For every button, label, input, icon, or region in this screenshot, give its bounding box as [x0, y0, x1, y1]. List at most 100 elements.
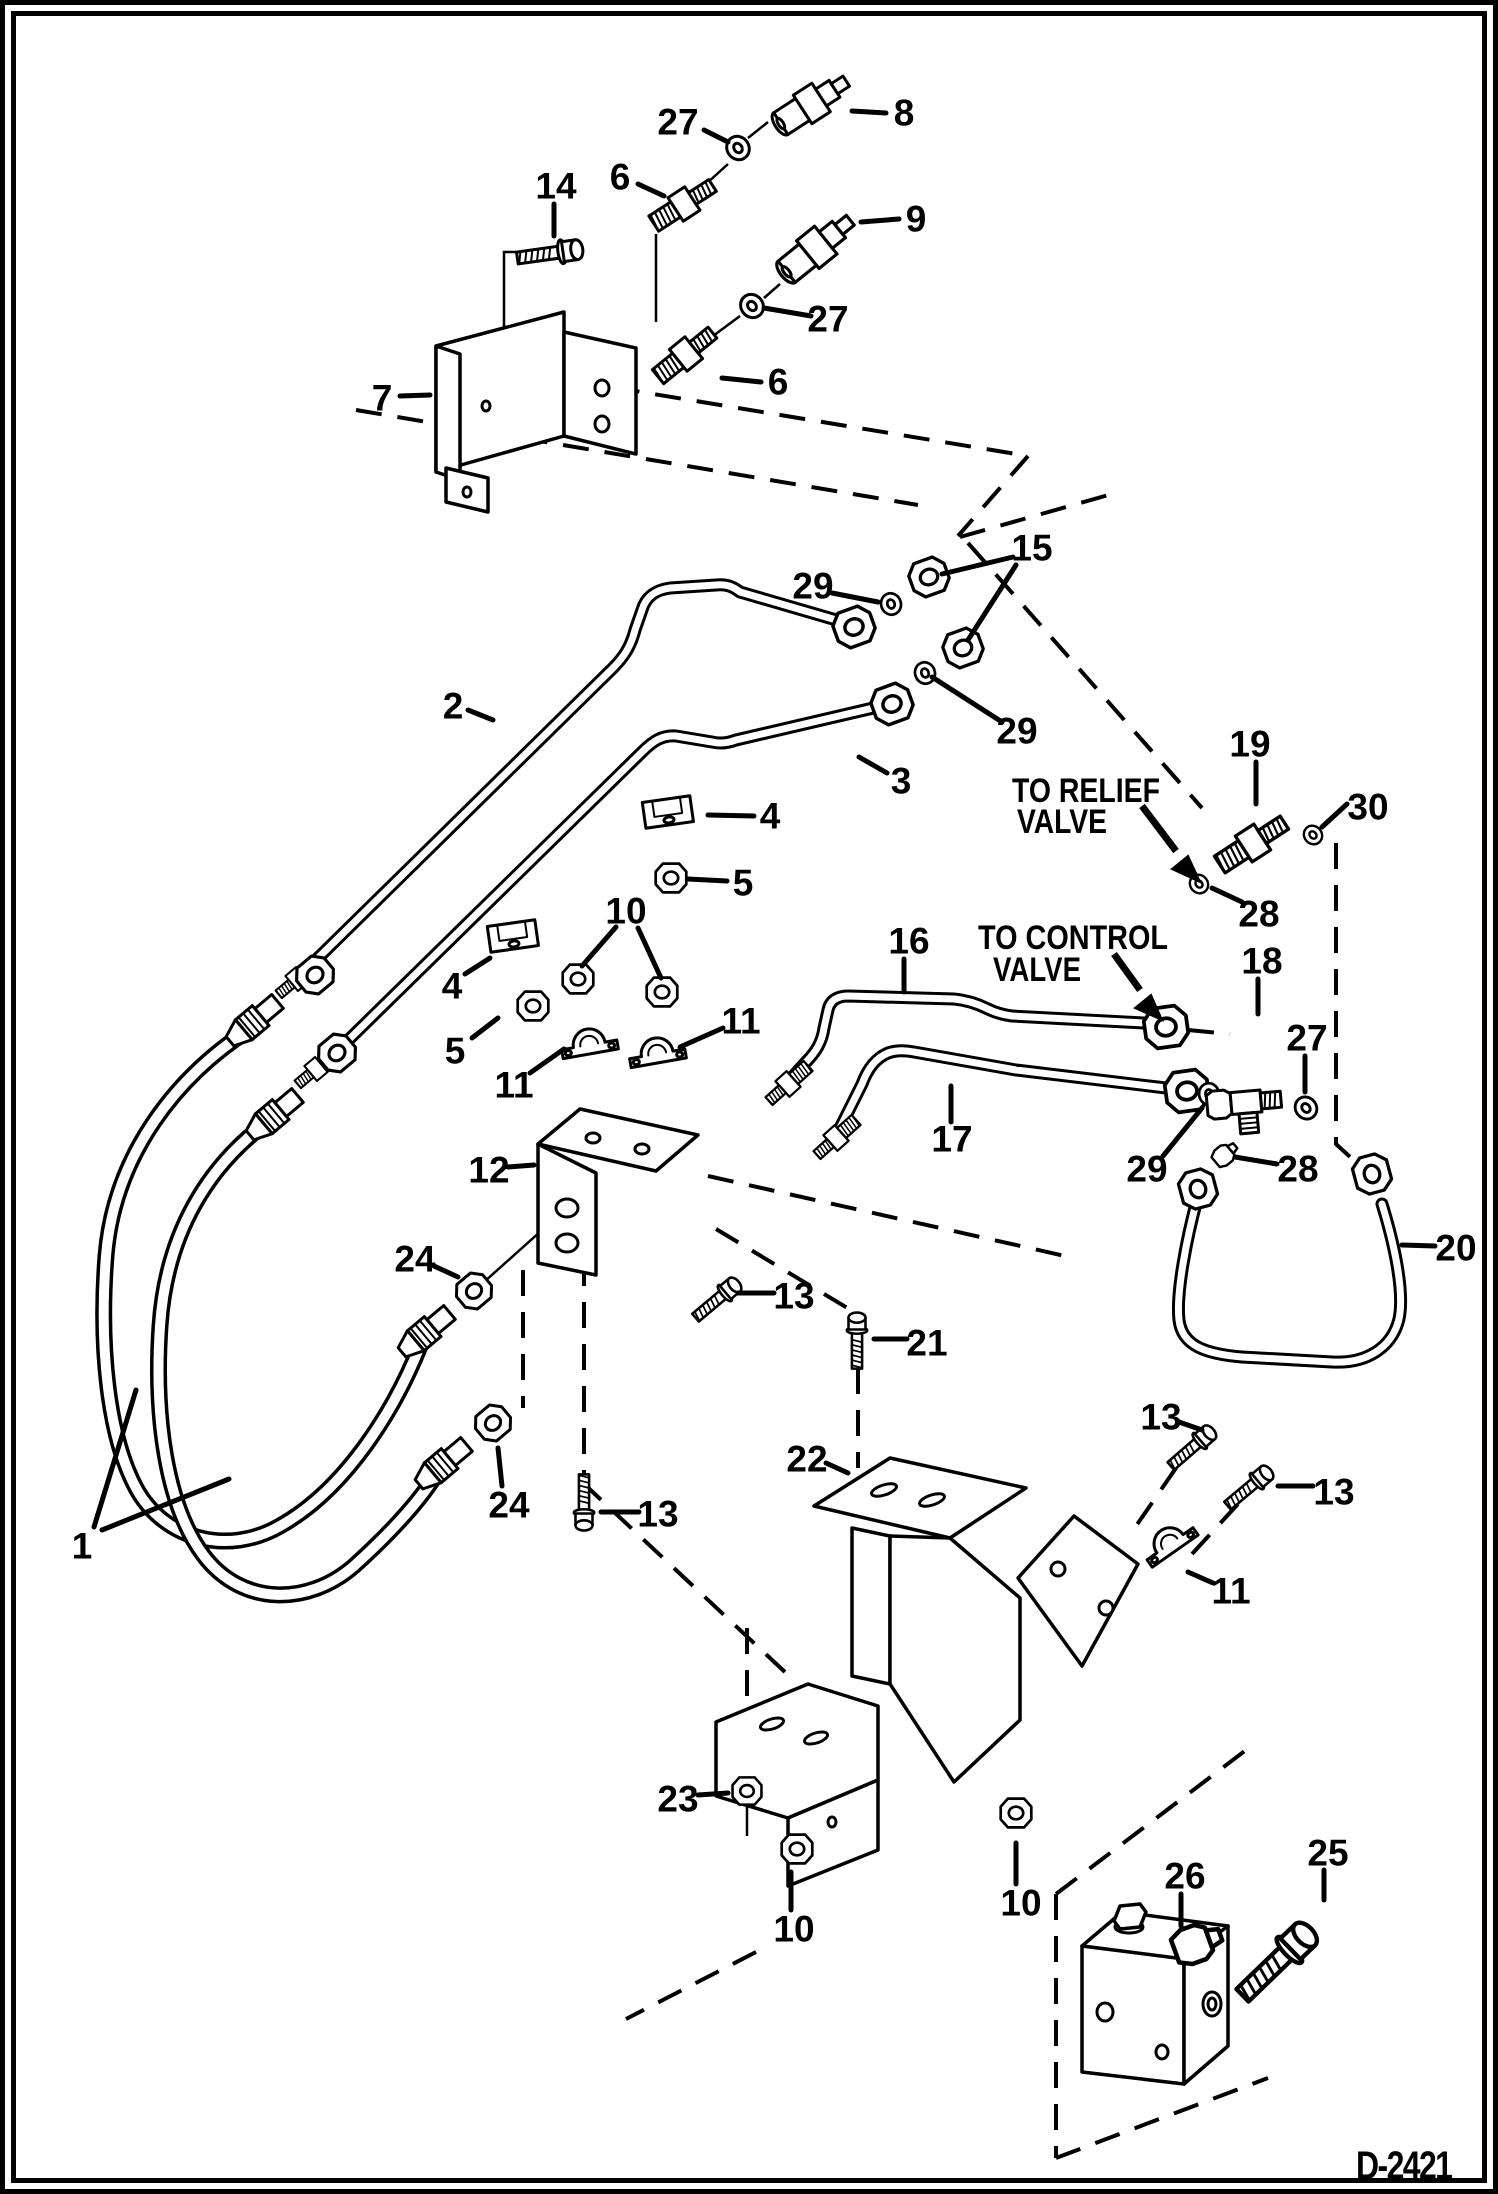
- callout-15: 15: [1011, 528, 1052, 569]
- part-nut-icon: [1348, 1149, 1396, 1199]
- callout-leader-30: [1319, 801, 1350, 830]
- callout-14: 14: [535, 166, 577, 207]
- callout-4: 4: [442, 966, 463, 1007]
- callout-29: 29: [996, 711, 1037, 752]
- part-fitting-icon: [647, 320, 723, 390]
- part-bolt-icon: [514, 235, 586, 272]
- callout-5: 5: [733, 863, 754, 904]
- callout-20: 20: [1435, 1228, 1476, 1269]
- part-bolt-icon: [1230, 1916, 1323, 2008]
- callout-13: 13: [637, 1494, 678, 1535]
- note-control-arrow: [1111, 951, 1143, 993]
- callout-leader-9: [858, 216, 902, 225]
- callout-leader-11: [527, 1046, 567, 1076]
- note-relief-line2: VALVE: [1017, 803, 1107, 841]
- callout-13: 13: [1313, 1472, 1354, 1513]
- callout-leader-28: [1209, 885, 1245, 905]
- callout-6: 6: [610, 157, 631, 198]
- callout-2: 2: [443, 686, 464, 727]
- part-oring-icon: [876, 589, 906, 619]
- part-nut-icon: [865, 678, 919, 730]
- note-control-line2: VALVE: [993, 951, 1081, 989]
- callout-27: 27: [1286, 1018, 1327, 1059]
- callout-leader-8: [849, 108, 889, 116]
- tube-2: [311, 578, 857, 965]
- callout-29: 29: [1126, 1149, 1167, 1190]
- callout-8: 8: [894, 93, 915, 134]
- callout-23: 23: [657, 1779, 698, 1820]
- part-nut-icon: [937, 623, 989, 673]
- part-nut-icon: [654, 862, 688, 894]
- callout-leader-15: [965, 562, 1019, 643]
- callout-leader-23: [695, 1790, 731, 1798]
- callout-21: 21: [906, 1323, 947, 1364]
- callout-leader-20: [1399, 1242, 1438, 1249]
- part-oring-icon: [1289, 1091, 1323, 1125]
- callout-3: 3: [891, 761, 912, 802]
- callout-leader-6: [719, 375, 764, 385]
- part-bolt-icon: [687, 1272, 747, 1327]
- callout-30: 30: [1347, 787, 1388, 828]
- callout-13: 13: [1140, 1397, 1181, 1438]
- callout-leader-4: [705, 812, 757, 819]
- part-clip-icon: [485, 918, 540, 954]
- callout-leader-12: [505, 1162, 537, 1170]
- callout-17: 17: [931, 1119, 972, 1160]
- callout-leader-1: [91, 1387, 139, 1530]
- note-relief-line1: TO RELIEF: [1012, 772, 1160, 810]
- part-fitting-icon: [808, 1111, 865, 1164]
- note-relief-arrowhead-icon: [1170, 854, 1203, 885]
- callout-10: 10: [605, 891, 646, 932]
- callout-leader-5: [685, 876, 730, 884]
- callout-leader-24: [431, 1263, 461, 1280]
- bracket-22-flange: [1016, 1514, 1140, 1668]
- callout-leader-15: [939, 554, 1016, 577]
- callout-leader-27: [761, 305, 814, 319]
- callout-27: 27: [807, 299, 848, 340]
- callout-leader-28: [1232, 1154, 1280, 1167]
- callout-leader-29: [1160, 1105, 1205, 1159]
- callout-leader-7: [397, 392, 433, 399]
- part-coupler-icon: [768, 204, 864, 292]
- callout-27: 27: [657, 102, 698, 143]
- callout-4: 4: [760, 796, 781, 837]
- part-ferrule-icon: [220, 989, 288, 1053]
- callout-26: 26: [1164, 1856, 1205, 1897]
- part-nut-icon: [468, 1398, 518, 1448]
- callout-leader-22: [823, 1460, 851, 1476]
- callout-24: 24: [394, 1239, 436, 1280]
- part-nut-icon: [903, 552, 955, 602]
- part-fitting-icon: [760, 1057, 817, 1110]
- bracket-12: [536, 1107, 700, 1277]
- part-nut-icon: [731, 1776, 763, 1806]
- part-ferrule-icon: [409, 1432, 477, 1496]
- tube-17: [829, 1044, 1173, 1143]
- callout-29: 29: [792, 566, 833, 607]
- part-bolt-icon: [845, 1311, 869, 1370]
- callout-leader-5: [469, 1015, 501, 1041]
- part-fitting-icon: [1209, 808, 1295, 880]
- callout-leader-3: [856, 754, 890, 776]
- callout-leader-11: [677, 1025, 726, 1050]
- bracket-22: [714, 1456, 1028, 1888]
- callout-11: 11: [1211, 1571, 1250, 1612]
- part-nut-icon: [780, 1833, 814, 1865]
- callout-13: 13: [773, 1276, 814, 1317]
- callout-11: 11: [494, 1065, 533, 1106]
- callout-22: 22: [786, 1439, 827, 1480]
- callout-25: 25: [1307, 1833, 1348, 1874]
- part-nut-icon: [827, 601, 881, 653]
- figure-code: D-2421: [1356, 2144, 1453, 2188]
- callout-leader-29: [829, 590, 881, 605]
- part-nut-icon: [561, 963, 595, 995]
- part-nut-icon: [516, 990, 550, 1022]
- part-nut-icon: [1174, 1164, 1222, 1214]
- callout-6: 6: [768, 362, 789, 403]
- part-clamp-icon: [1136, 1513, 1200, 1569]
- callout-28: 28: [1277, 1149, 1318, 1190]
- callout-19: 19: [1229, 724, 1270, 765]
- callout-16: 16: [888, 921, 929, 962]
- callout-18: 18: [1241, 941, 1282, 982]
- part-oring-icon: [910, 658, 940, 688]
